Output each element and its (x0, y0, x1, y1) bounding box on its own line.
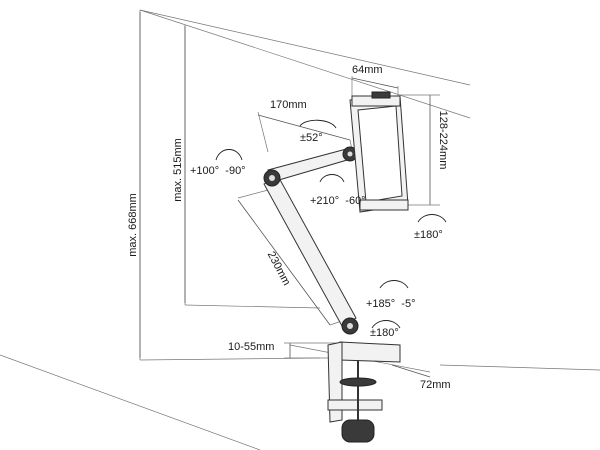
dim-clamp-range-label: 10-55mm (228, 341, 274, 353)
tablet-holder (349, 91, 409, 213)
dim-holder-width-label: 64mm (352, 64, 383, 76)
dim-clamp-range: 10-55mm (228, 341, 340, 359)
dim-base-depth-label: 72mm (420, 379, 451, 391)
rotation-joint-mid: +210° -60° (310, 174, 366, 207)
arm-structure (263, 146, 359, 335)
clamp-base (327, 341, 401, 443)
rotation-joint-base: +185° -5° (366, 280, 415, 310)
dim-max-668: max. 668mm (127, 12, 141, 358)
rotation-joint-top: ±52° (299, 119, 337, 144)
dim-holder-range-label: 128-224mm (437, 111, 449, 170)
dim-max-515: max. 515mm (172, 26, 186, 303)
dim-holder-range: 128-224mm (400, 94, 449, 206)
dim-max-515-label: max. 515mm (172, 138, 184, 202)
rotation-joint-top-label: ±52° (300, 132, 323, 144)
dim-max-668-label: max. 668mm (127, 193, 139, 257)
rotation-joint-mid-label: +210° -60° (310, 195, 366, 207)
rotation-base: ±180° (370, 320, 401, 339)
rotation-joint-left-label: +100° -90° (190, 165, 246, 177)
rotation-joint-base-label: +185° -5° (366, 298, 415, 310)
rotation-joint-left: +100° -90° (190, 149, 246, 177)
dim-arm-upper: 170mm (257, 99, 353, 153)
rotation-holder-label: ±180° (414, 229, 443, 241)
dim-base-depth: 72mm (391, 364, 451, 391)
dim-arm-upper-label: 170mm (270, 99, 307, 111)
rotation-base-label: ±180° (370, 327, 399, 339)
rotation-holder: ±180° (414, 214, 447, 241)
